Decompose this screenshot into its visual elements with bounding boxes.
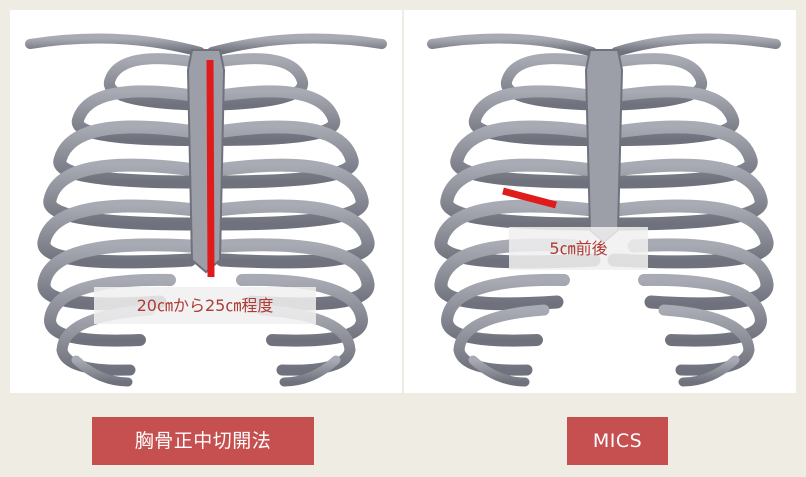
mics-caption: MICS: [567, 417, 668, 465]
sternal-incision-line: [210, 60, 211, 277]
incision-length-label: 20㎝から25㎝程度: [94, 287, 316, 324]
ribcage-illustration: [10, 10, 402, 393]
ribcage-illustration: [404, 10, 796, 393]
mics-panel: 5㎝前後: [404, 10, 796, 393]
sternotomy-caption: 胸骨正中切開法: [92, 417, 314, 465]
sternotomy-panel: 20㎝から25㎝程度: [10, 10, 402, 393]
incision-length-label: 5㎝前後: [509, 227, 648, 270]
